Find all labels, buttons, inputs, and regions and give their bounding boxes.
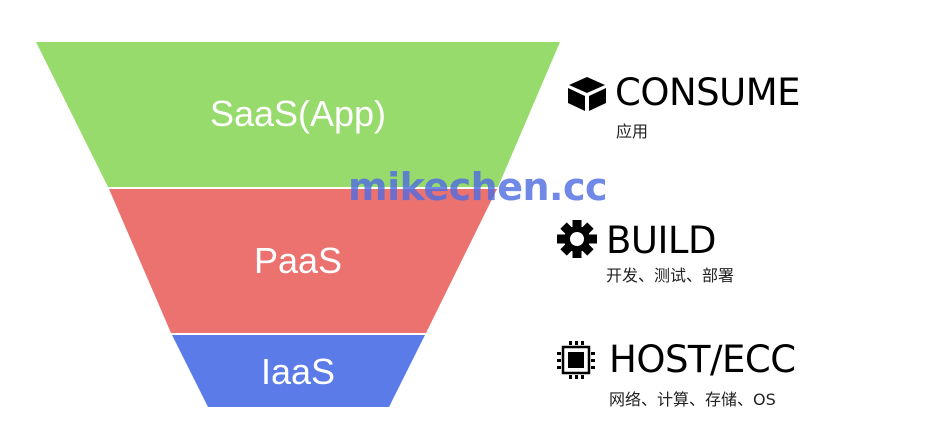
cpu-chip-icon <box>557 341 595 379</box>
watermark: mikechen.cc <box>348 165 608 209</box>
funnel-layer-iaas <box>172 335 425 407</box>
legend-subtitle-build: 开发、测试、部署 <box>606 266 735 285</box>
legend-title-build: BUILD <box>606 219 716 262</box>
funnel-layer-saas <box>36 42 560 187</box>
legend-subtitle-host: 网络、计算、存储、OS <box>609 390 776 409</box>
cube-icon <box>568 77 606 111</box>
iaas-label: IaaS <box>260 351 336 392</box>
funnel-layer-paas <box>109 189 497 333</box>
legend-title-host: HOST/ECC <box>609 338 796 381</box>
legend-title-consume: CONSUME <box>615 71 801 114</box>
saas-label: SaaS(App) <box>209 93 387 134</box>
gear-icon <box>557 220 597 258</box>
legend-subtitle-consume: 应用 <box>616 122 649 141</box>
paas-label: PaaS <box>253 240 343 281</box>
